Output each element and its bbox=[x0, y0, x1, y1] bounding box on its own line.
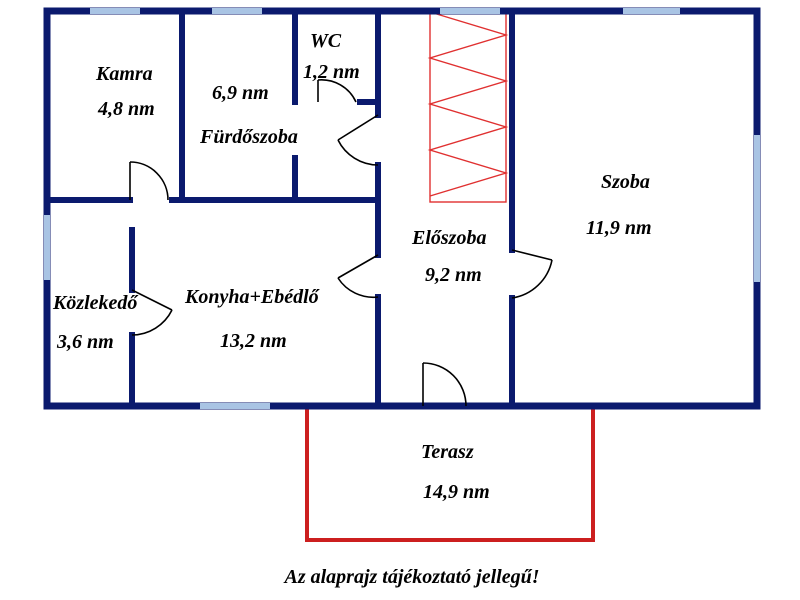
room-name-kamra: Kamra bbox=[95, 63, 153, 85]
outer-walls bbox=[43, 7, 761, 410]
room-name-terasz: Terasz bbox=[421, 441, 474, 463]
room-area-eloszoba: 9,2 nm bbox=[425, 264, 482, 286]
windows bbox=[44, 8, 760, 409]
room-area-konyha: 13,2 nm bbox=[220, 330, 287, 352]
room-name-furdoszoba: Fürdőszoba bbox=[199, 126, 298, 148]
room-name-konyha: Konyha+Ebédlő bbox=[184, 286, 321, 308]
disclaimer-note: Az alaprajz tájékoztató jellegű! bbox=[282, 566, 539, 588]
room-name-wc: WC bbox=[310, 30, 342, 52]
room-area-wc: 1,2 nm bbox=[303, 61, 360, 83]
room-area-kamra: 4,8 nm bbox=[97, 98, 155, 120]
room-name-eloszoba: Előszoba bbox=[411, 227, 486, 249]
staircase bbox=[427, 11, 509, 203]
room-area-szoba: 11,9 nm bbox=[586, 217, 652, 239]
room-name-kozlekedo: Közlekedő bbox=[52, 292, 139, 314]
doors bbox=[129, 79, 553, 407]
interior-walls bbox=[44, 8, 515, 409]
terrace-outline bbox=[305, 407, 595, 542]
room-name-szoba: Szoba bbox=[601, 171, 650, 193]
room-area-kozlekedo: 3,6 nm bbox=[56, 331, 114, 353]
room-area-terasz: 14,9 nm bbox=[423, 481, 490, 503]
room-area-furdoszoba: 6,9 nm bbox=[212, 82, 269, 104]
